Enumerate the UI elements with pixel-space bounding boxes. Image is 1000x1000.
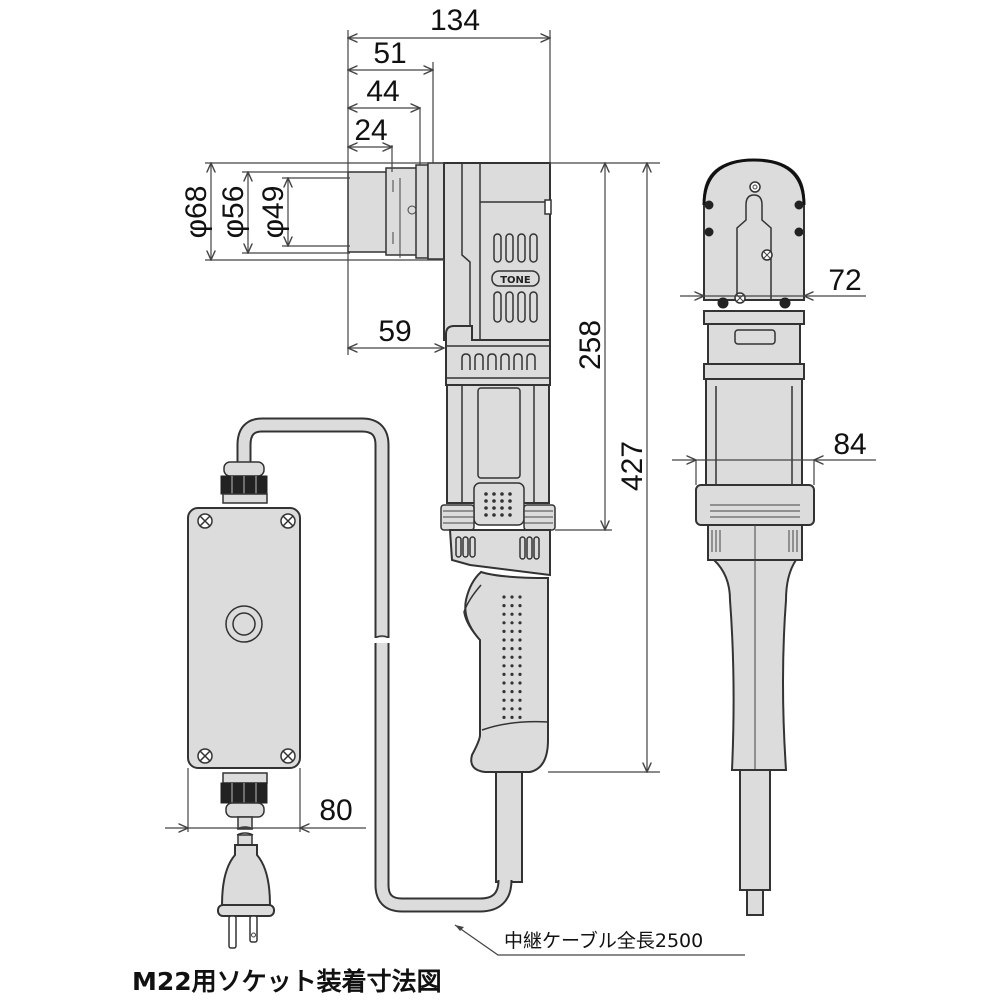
power-plug (217, 834, 275, 949)
grip-dot (510, 672, 514, 677)
head-body (443, 162, 551, 341)
grip-dot (518, 715, 522, 720)
grip-dot (502, 638, 506, 642)
side-view-tool: TONE (347, 162, 556, 883)
drawing-caption: M22用ソケット装着寸法図 (132, 967, 442, 996)
grip-dot (510, 655, 514, 659)
grip-dot (502, 647, 506, 651)
grip-dot (518, 698, 522, 702)
dim-24: 24 (354, 114, 387, 147)
grip-dot (518, 672, 522, 677)
gear-vents (461, 353, 536, 370)
cable-length-note: 中継ケーブル全長2500 (504, 929, 703, 952)
cord-sleeve (495, 771, 523, 883)
brand-logo: TONE (500, 275, 531, 286)
grip-dot (510, 638, 514, 642)
dim-134: 134 (430, 4, 480, 37)
grip-dot (510, 604, 514, 608)
dim-44: 44 (366, 75, 399, 108)
front-view-tool (695, 158, 815, 916)
socket-mid (385, 167, 419, 256)
socket-front (347, 171, 389, 253)
grip-dot (510, 664, 514, 668)
front-head (703, 158, 805, 301)
grip-dot (518, 690, 522, 694)
dimension-labels: 134 51 44 24 φ68 φ56 φ49 59 258 427 72 8… (132, 4, 867, 996)
dim-phi68: φ68 (180, 186, 213, 239)
vent-dots (484, 492, 512, 517)
grip-dots (502, 595, 522, 720)
grip-dot (510, 612, 514, 616)
relay-cable (236, 417, 513, 913)
grip-dot (510, 681, 514, 685)
grip-dot (518, 629, 522, 634)
socket-ring (427, 162, 445, 260)
front-cord (739, 769, 771, 891)
switch-box-body (187, 507, 301, 769)
grip-dot (502, 604, 506, 608)
grip-dot (518, 612, 522, 616)
grip-dot (518, 604, 522, 608)
grip-dot (502, 690, 506, 694)
grip-dot (502, 707, 506, 711)
grip-dot (510, 707, 514, 711)
cable-break-mark (374, 635, 390, 639)
dim-phi56: φ56 (217, 186, 250, 239)
screw-icons (197, 513, 296, 764)
grip-dot (518, 664, 522, 668)
grip-dot (510, 715, 514, 720)
grip-dot (518, 621, 522, 625)
grip-dot (510, 629, 514, 634)
dim-72: 72 (828, 264, 861, 297)
dim-427: 427 (616, 441, 649, 491)
socket-collar (415, 164, 429, 259)
dimension-lines (165, 30, 876, 956)
front-motor-body (705, 378, 803, 498)
front-collar (703, 310, 805, 325)
grip-dot (518, 707, 522, 711)
grip-dot (502, 698, 506, 702)
dim-84: 84 (833, 428, 866, 461)
brand-badge (491, 270, 540, 287)
grip-dot (502, 672, 506, 677)
handle (464, 570, 549, 773)
grip-dot (502, 612, 506, 616)
dim-258: 258 (574, 320, 607, 370)
grip-dot (518, 595, 522, 599)
gear-housing (445, 325, 551, 386)
grip-dot (518, 655, 522, 659)
dim-51: 51 (373, 37, 406, 70)
front-screws (704, 181, 804, 309)
socket-pin (407, 205, 417, 215)
grip-dot (518, 647, 522, 651)
grip-dot (510, 621, 514, 625)
grip-dot (518, 681, 522, 685)
switch-button (225, 605, 263, 643)
collar-vents (455, 536, 540, 560)
dim-80: 80 (319, 794, 352, 827)
grip-dot (502, 629, 506, 634)
grip-dot (502, 715, 506, 720)
grip-dot (510, 647, 514, 651)
upper-vents (493, 233, 538, 323)
grip-dot (510, 595, 514, 599)
grip-dot (502, 681, 506, 685)
switch-box (187, 461, 301, 836)
grip-dot (502, 655, 506, 659)
grip-dot (510, 698, 514, 702)
grip-dot (518, 638, 522, 642)
grip-dot (502, 664, 506, 668)
grip-dot (502, 595, 506, 599)
dim-phi49: φ49 (257, 186, 290, 239)
grip-dot (502, 621, 506, 625)
grip-dot (510, 690, 514, 694)
dim-59: 59 (378, 315, 411, 348)
vent-grille (473, 482, 525, 526)
